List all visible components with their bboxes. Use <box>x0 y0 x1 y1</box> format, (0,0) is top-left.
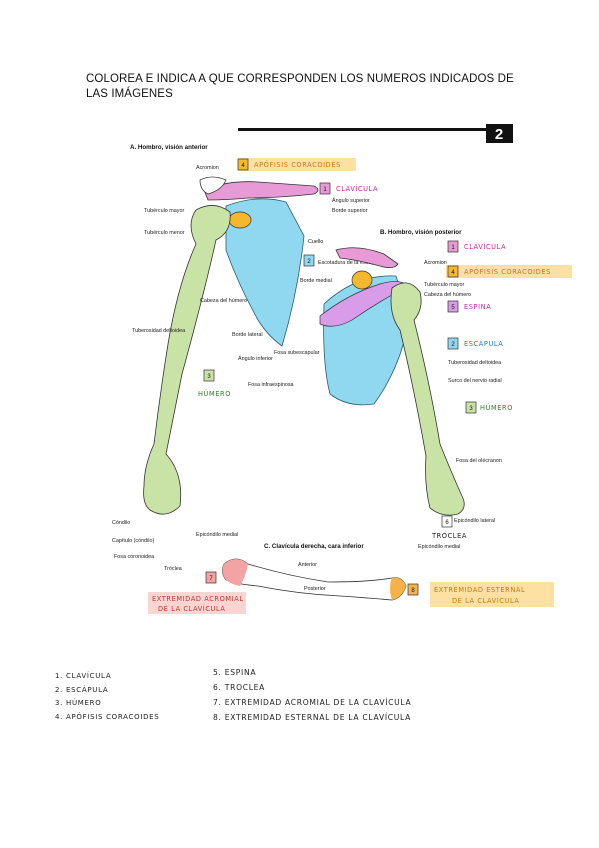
annotation-esternal-line-2: DE LA CLAVÍCULA <box>452 596 520 605</box>
clavicle-anterior <box>203 181 319 201</box>
label-b-fosa-olecranon: Fosa del olécranon <box>456 458 502 464</box>
panel-c-title: C. Clavícula derecha, cara inferior <box>264 543 364 550</box>
label-a-capitulo: Capítulo (cóndilo) <box>112 538 154 544</box>
legend-item: 7. EXTREMIDAD ACROMIAL DE LA CLAVÍCULA <box>213 698 412 707</box>
clavicle-acromial-end <box>222 559 248 586</box>
acromion-anterior <box>199 176 227 195</box>
box-4-a <box>237 158 249 171</box>
legend-left: 1. CLAVÍCULA 2. ESCÁPULA 3. HÚMERO 4. AP… <box>55 672 159 726</box>
label-a-borde-lateral: Borde lateral <box>232 332 263 338</box>
label-b-epicondilo-medial: Epicóndilo medial <box>418 544 460 550</box>
number-1-b: 1 <box>451 245 455 251</box>
legend-item: 5. ESPINA <box>213 668 257 677</box>
label-a-cabeza-humero: Cabeza del húmero <box>200 298 247 304</box>
box-1-b <box>447 240 459 253</box>
number-3-a: 3 <box>207 374 211 380</box>
label-b-tuberculo-mayor: Tubérculo mayor <box>424 282 464 288</box>
number-2-b: 2 <box>451 342 455 348</box>
legend-item: 1. CLAVÍCULA <box>55 672 112 680</box>
label-a-escotadura: Escotadura de la escápula <box>318 260 382 266</box>
header-mark: 2 <box>495 126 503 143</box>
humerus-anterior <box>143 205 231 515</box>
label-a-tuberosidad-deltoidea: Tuberosidad deltoidea <box>132 328 185 334</box>
box-2-a <box>303 254 315 267</box>
legend-right: 5. ESPINA 6. TROCLEA 7. EXTREMIDAD ACROM… <box>213 668 411 728</box>
annotation-clavicula-b: CLAVÍCULA <box>464 242 506 251</box>
label-a-troclea: Tróclea <box>164 566 182 572</box>
label-b-acromion: Acromion <box>424 260 447 266</box>
label-a-angulo-superior: Ángulo superior <box>332 197 370 204</box>
label-a-tuberculo-menor: Tubérculo menor <box>144 230 185 236</box>
annotation-acromial-line-1: EXTREMIDAD ACROMIAL <box>152 595 244 603</box>
legend-item: 6. TROCLEA <box>213 683 266 692</box>
box-6-b <box>441 515 453 528</box>
humerus-posterior <box>390 282 465 516</box>
annotation-espina-b: ESPINA <box>464 303 491 311</box>
label-a-cuello: Cuello <box>308 239 323 245</box>
number-3-b: 3 <box>469 406 473 412</box>
highlight-apofisis-b <box>446 265 572 278</box>
legend-item: 3. HÚMERO <box>55 699 102 707</box>
label-a-fosa-coronoidea: Fosa coronoidea <box>114 554 154 560</box>
label-a-borde-medial: Borde medial <box>300 278 332 284</box>
box-5-b <box>447 300 459 313</box>
legend-item: 4. APÓFISIS CORACOIDES <box>55 712 160 721</box>
number-7-c: 7 <box>209 576 213 582</box>
label-a-fosa-subescapular: Fosa subescapular <box>274 350 320 356</box>
number-2-a: 2 <box>307 259 311 265</box>
scapula-anterior <box>225 198 305 347</box>
label-a-epicondilo-medial: Epicóndilo medial <box>196 532 238 538</box>
clavicle-sternal-end <box>390 577 406 600</box>
label-a-condilo: Cóndilo <box>112 520 130 526</box>
legend-item: 8. EXTREMIDAD ESTERNAL DE LA CLAVÍCULA <box>213 713 412 722</box>
box-7-c <box>205 571 217 584</box>
label-a-acromion: Acromion <box>196 165 219 171</box>
box-1-a <box>319 182 331 195</box>
highlight-esternal-c <box>430 582 554 607</box>
panel-a-title: A. Hombro, visión anterior <box>130 144 208 151</box>
panel-b-title: B. Hombro, visión posterior <box>380 229 462 236</box>
box-3-b <box>465 401 477 414</box>
label-a-borde-superior: Borde superior <box>332 208 368 214</box>
number-8-c: 8 <box>411 588 415 594</box>
label-c-anterior: Anterior <box>298 562 317 568</box>
legend-item: 2. ESCÁPULA <box>55 685 109 694</box>
box-2-b <box>447 337 459 350</box>
label-b-cabeza-humero: Cabeza del húmero <box>424 292 471 298</box>
annotation-troclea-b: TROCLEA <box>431 532 467 540</box>
annotation-humero-a: HÚMERO <box>198 389 231 398</box>
label-b-surco-nervio-radial: Surco del nervio radial <box>448 378 502 384</box>
annotation-escapula-b: ESCÁPULA <box>464 339 503 348</box>
number-4-b: 4 <box>451 270 455 276</box>
annotation-clavicula-a: CLAVÍCULA <box>336 184 378 193</box>
box-3-a <box>203 369 215 382</box>
coracoid-anterior <box>228 211 252 229</box>
highlight-apofisis-a <box>238 158 356 171</box>
label-a-angulo-inferior: Ángulo inferior <box>238 355 273 362</box>
number-6-b: 6 <box>445 520 449 526</box>
label-b-epicondilo-lateral: Epicóndilo lateral <box>454 518 495 524</box>
annotation-humero-b: HÚMERO <box>480 403 513 412</box>
label-a-tuberculo-mayor: Tubérculo mayor <box>144 208 184 214</box>
coracoid-posterior <box>351 270 373 290</box>
label-a-fosa-infraespinosa: Fosa infraespinosa <box>248 382 294 388</box>
label-b-tuberosidad-deltoidea: Tuberosidad deltoidea <box>448 360 501 366</box>
label-c-posterior: Posterior <box>304 586 326 592</box>
annotation-apofisis-a: APÓFISIS CORACOIDES <box>254 160 341 169</box>
number-4-a: 4 <box>241 163 245 169</box>
box-8-c <box>407 583 419 596</box>
clavicle-posterior <box>335 247 399 268</box>
annotation-apofisis-b: APÓFISIS CORACOIDES <box>464 267 551 276</box>
highlight-acromial-c <box>148 592 246 614</box>
header-bar <box>238 128 513 131</box>
header-mark-box <box>486 124 513 143</box>
page-title: COLOREA E INDICA A QUE CORRESPONDEN LOS … <box>86 73 514 100</box>
number-5-b: 5 <box>451 305 455 311</box>
annotation-acromial-line-2: DE LA CLAVÍCULA <box>158 604 226 613</box>
number-1-a: 1 <box>323 187 327 193</box>
annotation-esternal-line-1: EXTREMIDAD ESTERNAL <box>434 586 525 594</box>
anatomy-figure: 2 A. Hombro, visión anterior Acromion Tu… <box>112 124 572 614</box>
box-4-b <box>447 265 459 278</box>
